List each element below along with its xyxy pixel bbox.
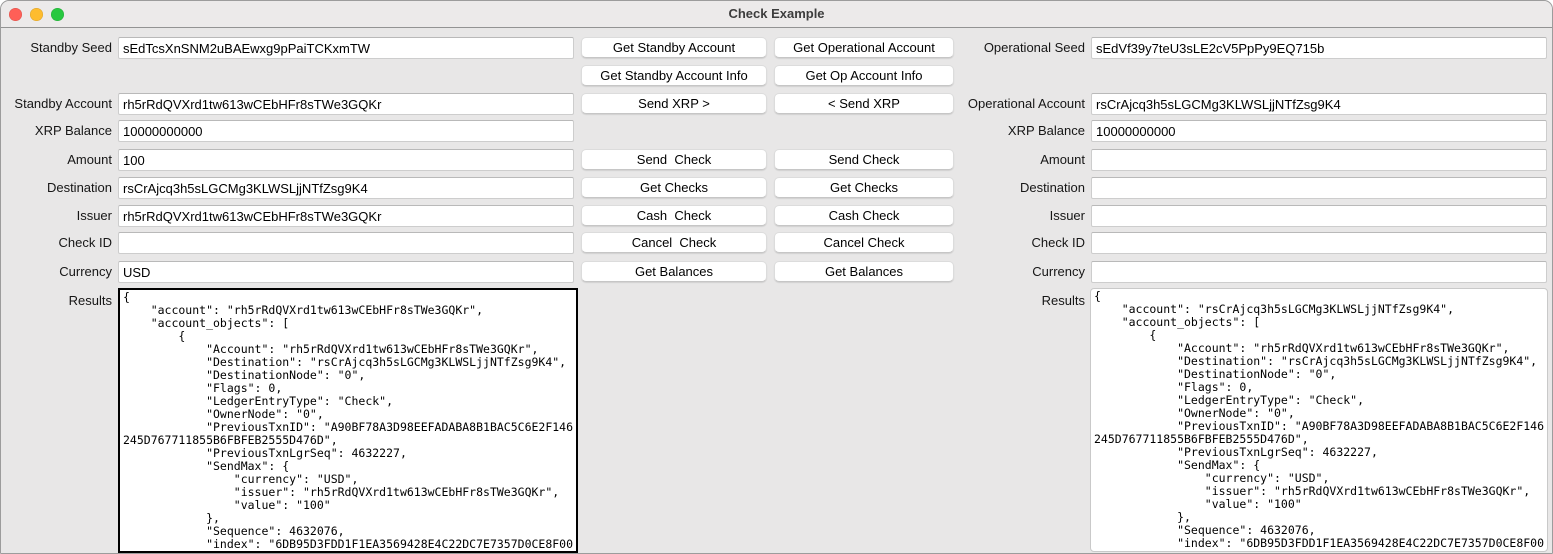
cancel-check-standby-button[interactable]: Cancel Check (581, 232, 767, 253)
send-check-operational-button[interactable]: Send Check (774, 149, 954, 170)
operational-seed-label: Operational Seed (983, 40, 1085, 55)
operational-check-id-label: Check ID (1031, 235, 1085, 250)
operational-xrp-balance-label: XRP Balance (1007, 123, 1085, 138)
title-bar: Check Example (1, 1, 1552, 28)
close-icon[interactable] (9, 8, 22, 21)
operational-check-id-input[interactable] (1091, 232, 1547, 254)
standby-account-label: Standby Account (14, 96, 112, 111)
get-standby-account-button[interactable]: Get Standby Account (581, 37, 767, 58)
get-balances-standby-button[interactable]: Get Balances (581, 261, 767, 282)
get-balances-operational-button[interactable]: Get Balances (774, 261, 954, 282)
operational-results-label: Results (1041, 293, 1085, 308)
standby-account-input[interactable] (118, 93, 574, 115)
send-xrp-standby-button[interactable]: Send XRP > (581, 93, 767, 114)
send-check-standby-button[interactable]: Send Check (581, 149, 767, 170)
standby-amount-label: Amount (67, 152, 112, 167)
standby-results-textarea[interactable]: { "account": "rh5rRdQVXrd1tw613wCEbHFr8s… (118, 288, 578, 553)
cancel-check-operational-button[interactable]: Cancel Check (774, 232, 954, 253)
operational-amount-label: Amount (1040, 152, 1085, 167)
standby-seed-input[interactable] (118, 37, 574, 59)
standby-currency-input[interactable] (118, 261, 574, 283)
standby-xrp-balance-input[interactable] (118, 120, 574, 142)
operational-currency-label: Currency (1032, 264, 1085, 279)
operational-account-label: Operational Account (967, 96, 1085, 111)
operational-xrp-balance-input[interactable] (1091, 120, 1547, 142)
cash-check-operational-button[interactable]: Cash Check (774, 205, 954, 226)
standby-results-label: Results (68, 293, 112, 308)
standby-issuer-label: Issuer (76, 208, 112, 223)
standby-destination-input[interactable] (118, 177, 574, 199)
operational-seed-input[interactable] (1091, 37, 1547, 59)
traffic-lights (9, 8, 64, 21)
get-op-account-info-button[interactable]: Get Op Account Info (774, 65, 954, 86)
operational-issuer-input[interactable] (1091, 205, 1547, 227)
standby-amount-input[interactable] (118, 149, 574, 171)
standby-currency-label: Currency (59, 264, 112, 279)
get-checks-operational-button[interactable]: Get Checks (774, 177, 954, 198)
operational-results-textarea[interactable]: { "account": "rsCrAjcq3h5sLGCMg3KLWSLjjN… (1090, 288, 1548, 552)
content-area: Standby Seed Standby Account XRP Balance… (1, 28, 1552, 553)
standby-issuer-input[interactable] (118, 205, 574, 227)
operational-destination-input[interactable] (1091, 177, 1547, 199)
operational-amount-input[interactable] (1091, 149, 1547, 171)
send-xrp-operational-button[interactable]: < Send XRP (774, 93, 954, 114)
zoom-icon[interactable] (51, 8, 64, 21)
cash-check-standby-button[interactable]: Cash Check (581, 205, 767, 226)
get-checks-standby-button[interactable]: Get Checks (581, 177, 767, 198)
operational-account-input[interactable] (1091, 93, 1547, 115)
operational-destination-label: Destination (1019, 180, 1085, 195)
standby-seed-label: Standby Seed (30, 40, 112, 55)
operational-issuer-label: Issuer (1049, 208, 1085, 223)
get-operational-account-button[interactable]: Get Operational Account (774, 37, 954, 58)
standby-xrp-balance-label: XRP Balance (34, 123, 112, 138)
standby-destination-label: Destination (46, 180, 112, 195)
window-title: Check Example (728, 6, 825, 21)
operational-currency-input[interactable] (1091, 261, 1547, 283)
standby-check-id-label: Check ID (58, 235, 112, 250)
minimize-icon[interactable] (30, 8, 43, 21)
standby-check-id-input[interactable] (118, 232, 574, 254)
get-standby-account-info-button[interactable]: Get Standby Account Info (581, 65, 767, 86)
